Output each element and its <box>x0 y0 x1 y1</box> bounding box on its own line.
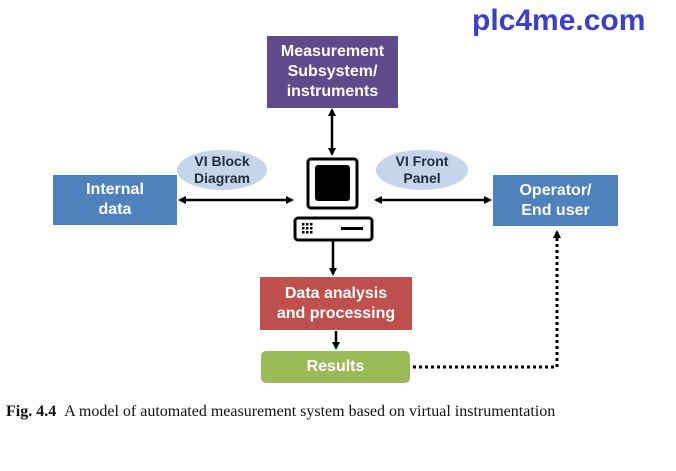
watermark: plc4me.com <box>472 4 646 37</box>
data-analysis-node: Data analysis and processing <box>260 277 412 330</box>
caption-text: A model of automated measurement system … <box>64 403 556 420</box>
vi-block-diagram-label: VI Block Diagram <box>177 150 267 190</box>
measurement-subsystem-node: Measurement Subsystem/ instruments <box>267 36 398 108</box>
dotted-arrow-results-operator <box>413 230 561 369</box>
operator-node: Operator/ End user <box>493 175 618 226</box>
internal-data-node: Internal data <box>53 175 177 225</box>
computer-icon <box>293 157 374 242</box>
results-node: Results <box>261 351 410 383</box>
caption-label: Fig. 4.4 <box>6 403 57 420</box>
figure-caption: Fig. 4.4 A model of automated measurement… <box>6 403 555 421</box>
vi-front-panel-label: VI Front Panel <box>376 150 468 190</box>
